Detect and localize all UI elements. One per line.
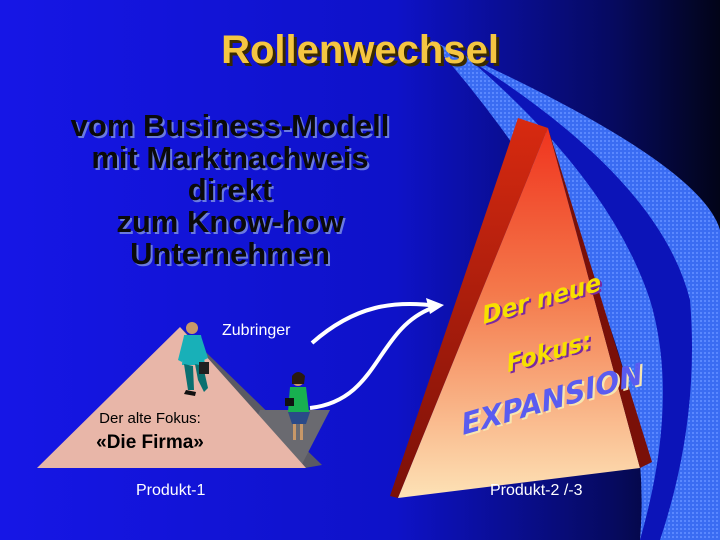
businessman-icon: [178, 322, 209, 396]
new-product-label: Produkt-2 /-3: [490, 482, 583, 499]
subtitle-line: vom Business-Modell: [70, 108, 390, 143]
old-pyramid: [37, 327, 306, 468]
new-pyramid-edge: [548, 128, 652, 468]
businesswoman-icon: [285, 372, 310, 440]
new-pyramid-front: [398, 128, 640, 498]
curved-arrow-icon: [309, 306, 433, 410]
feeder-label: Zubringer: [222, 322, 291, 339]
old-product-label: Produkt-1: [136, 482, 206, 499]
arrowhead-icon: [426, 298, 444, 314]
decorative-arc-inner: [470, 60, 692, 540]
new-pyramid-side: [390, 118, 548, 498]
decorative-arc-outer: [430, 40, 720, 540]
curved-arrow-icon: [310, 301, 439, 345]
subtitle-line: direkt: [187, 172, 273, 207]
subtitle-line: Unternehmen: [130, 236, 330, 271]
slide-subtitle: vom Business-Modell mit Marktnachweis di…: [20, 110, 440, 270]
old-focus-label: Der alte Fokus:: [99, 410, 201, 427]
old-focus-name: «Die Firma»: [96, 432, 204, 453]
slide-title: Rollenwechsel: [221, 28, 499, 72]
subtitle-line: mit Marktnachweis: [91, 140, 369, 175]
subtitle-line: zum Know-how: [116, 204, 344, 239]
